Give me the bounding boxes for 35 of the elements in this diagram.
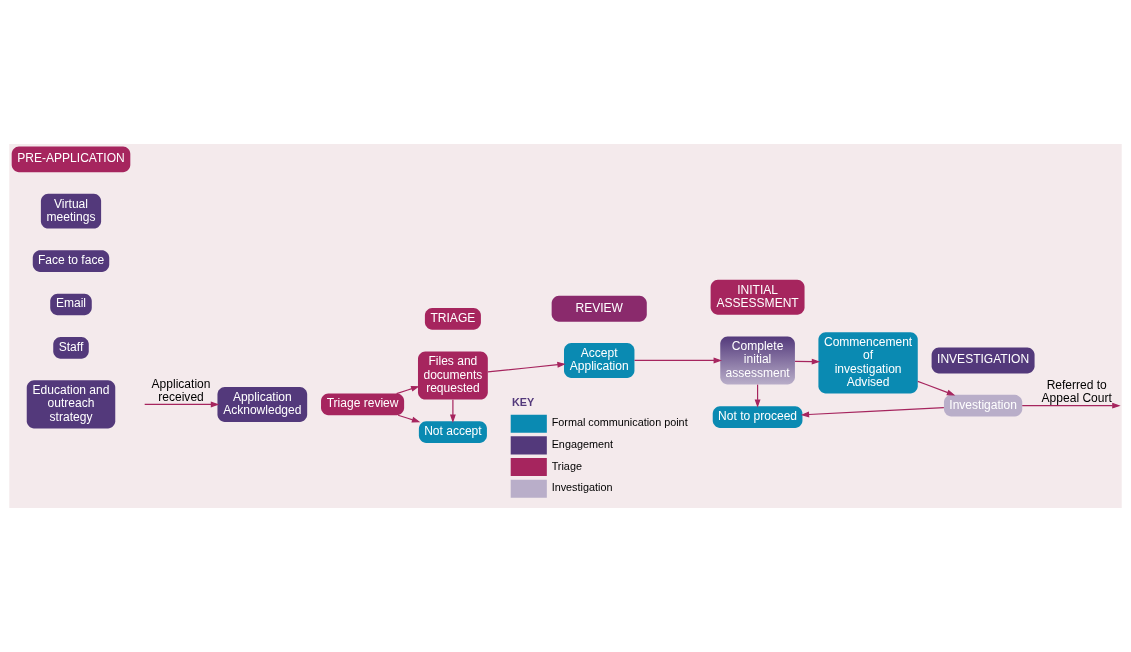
- legend-label: Formal communication point: [551, 416, 688, 429]
- arrow: [487, 361, 566, 373]
- arrow: [449, 399, 456, 423]
- node-box: TRIAGE: [424, 308, 481, 330]
- node-box: Not to proceed: [712, 406, 803, 428]
- node-box: Not accept: [418, 421, 487, 443]
- node-box: INITIAL ASSESSMENT: [710, 279, 805, 315]
- node-box: REVIEW: [551, 295, 647, 322]
- node-box: Triage review: [321, 393, 405, 416]
- node-box: Investigation: [943, 394, 1023, 417]
- node-box: INVESTIGATION: [931, 347, 1035, 374]
- legend-label: Engagement: [551, 438, 614, 451]
- node-box: Complete initial assessment: [720, 336, 795, 385]
- arrow: [396, 385, 420, 395]
- arrow: [917, 380, 956, 396]
- arrow: [800, 407, 945, 418]
- arrow: [144, 401, 220, 408]
- arrow: [397, 414, 421, 423]
- node-box: Application Acknowledged: [217, 386, 308, 422]
- node-box: Files and documents requested: [417, 351, 488, 400]
- node-box: Accept Application: [564, 343, 635, 378]
- edge-label: Referred to Appeal Court: [1041, 377, 1112, 406]
- node-box: PRE-APPLICATION: [11, 146, 131, 173]
- arrow: [633, 357, 722, 364]
- legend-label: Investigation: [551, 481, 613, 494]
- node-box: Face to face: [32, 250, 110, 272]
- legend-label: Triage: [551, 459, 582, 472]
- node-box: Commencement of investigation Advised: [818, 332, 918, 394]
- arrow: [1021, 402, 1121, 409]
- node-box: Staff: [53, 337, 89, 359]
- node-box: Education and outreach strategy: [26, 380, 116, 429]
- node-box: Virtual meetings: [40, 193, 102, 229]
- edge-label: Application received: [151, 376, 211, 404]
- label: KEY: [511, 395, 535, 408]
- node-box: Email: [50, 293, 92, 316]
